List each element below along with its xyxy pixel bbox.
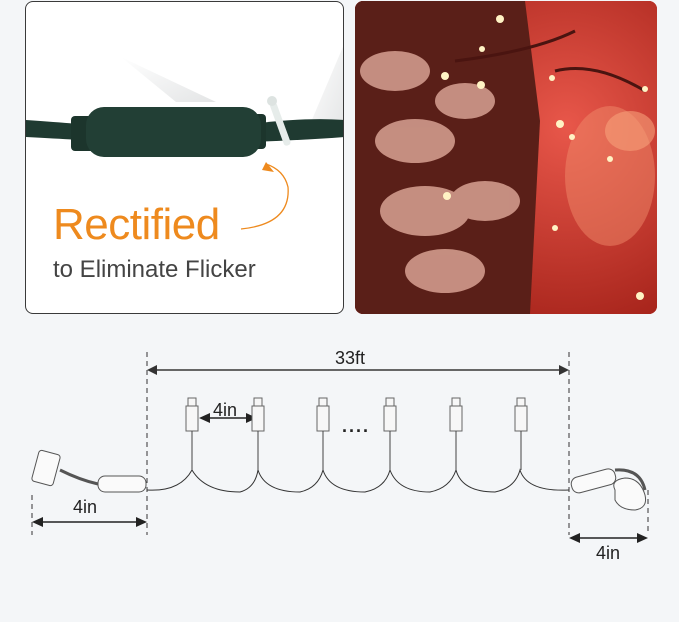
- feature-caption: to Eliminate Flicker: [53, 256, 256, 283]
- lead-in-length-label: 4in: [73, 497, 98, 517]
- continuation-ellipsis: ....: [342, 416, 371, 436]
- bulb-spacing-label: 4in: [213, 400, 238, 420]
- lifestyle-photo: [355, 1, 657, 314]
- light-string-schematic: [31, 352, 649, 543]
- feature-headline: Rectified: [53, 200, 220, 249]
- rectifier-feature-panel: Rectified to Eliminate Flicker: [25, 1, 344, 314]
- total-length-label: 33ft: [335, 348, 366, 368]
- lead-out-length-label: 4in: [596, 543, 621, 563]
- dimension-diagram: 33ft 4in .... 4in 4in: [0, 330, 679, 590]
- christmas-tree-photo: [355, 1, 657, 314]
- rectifier-cable-illustration: [26, 46, 343, 230]
